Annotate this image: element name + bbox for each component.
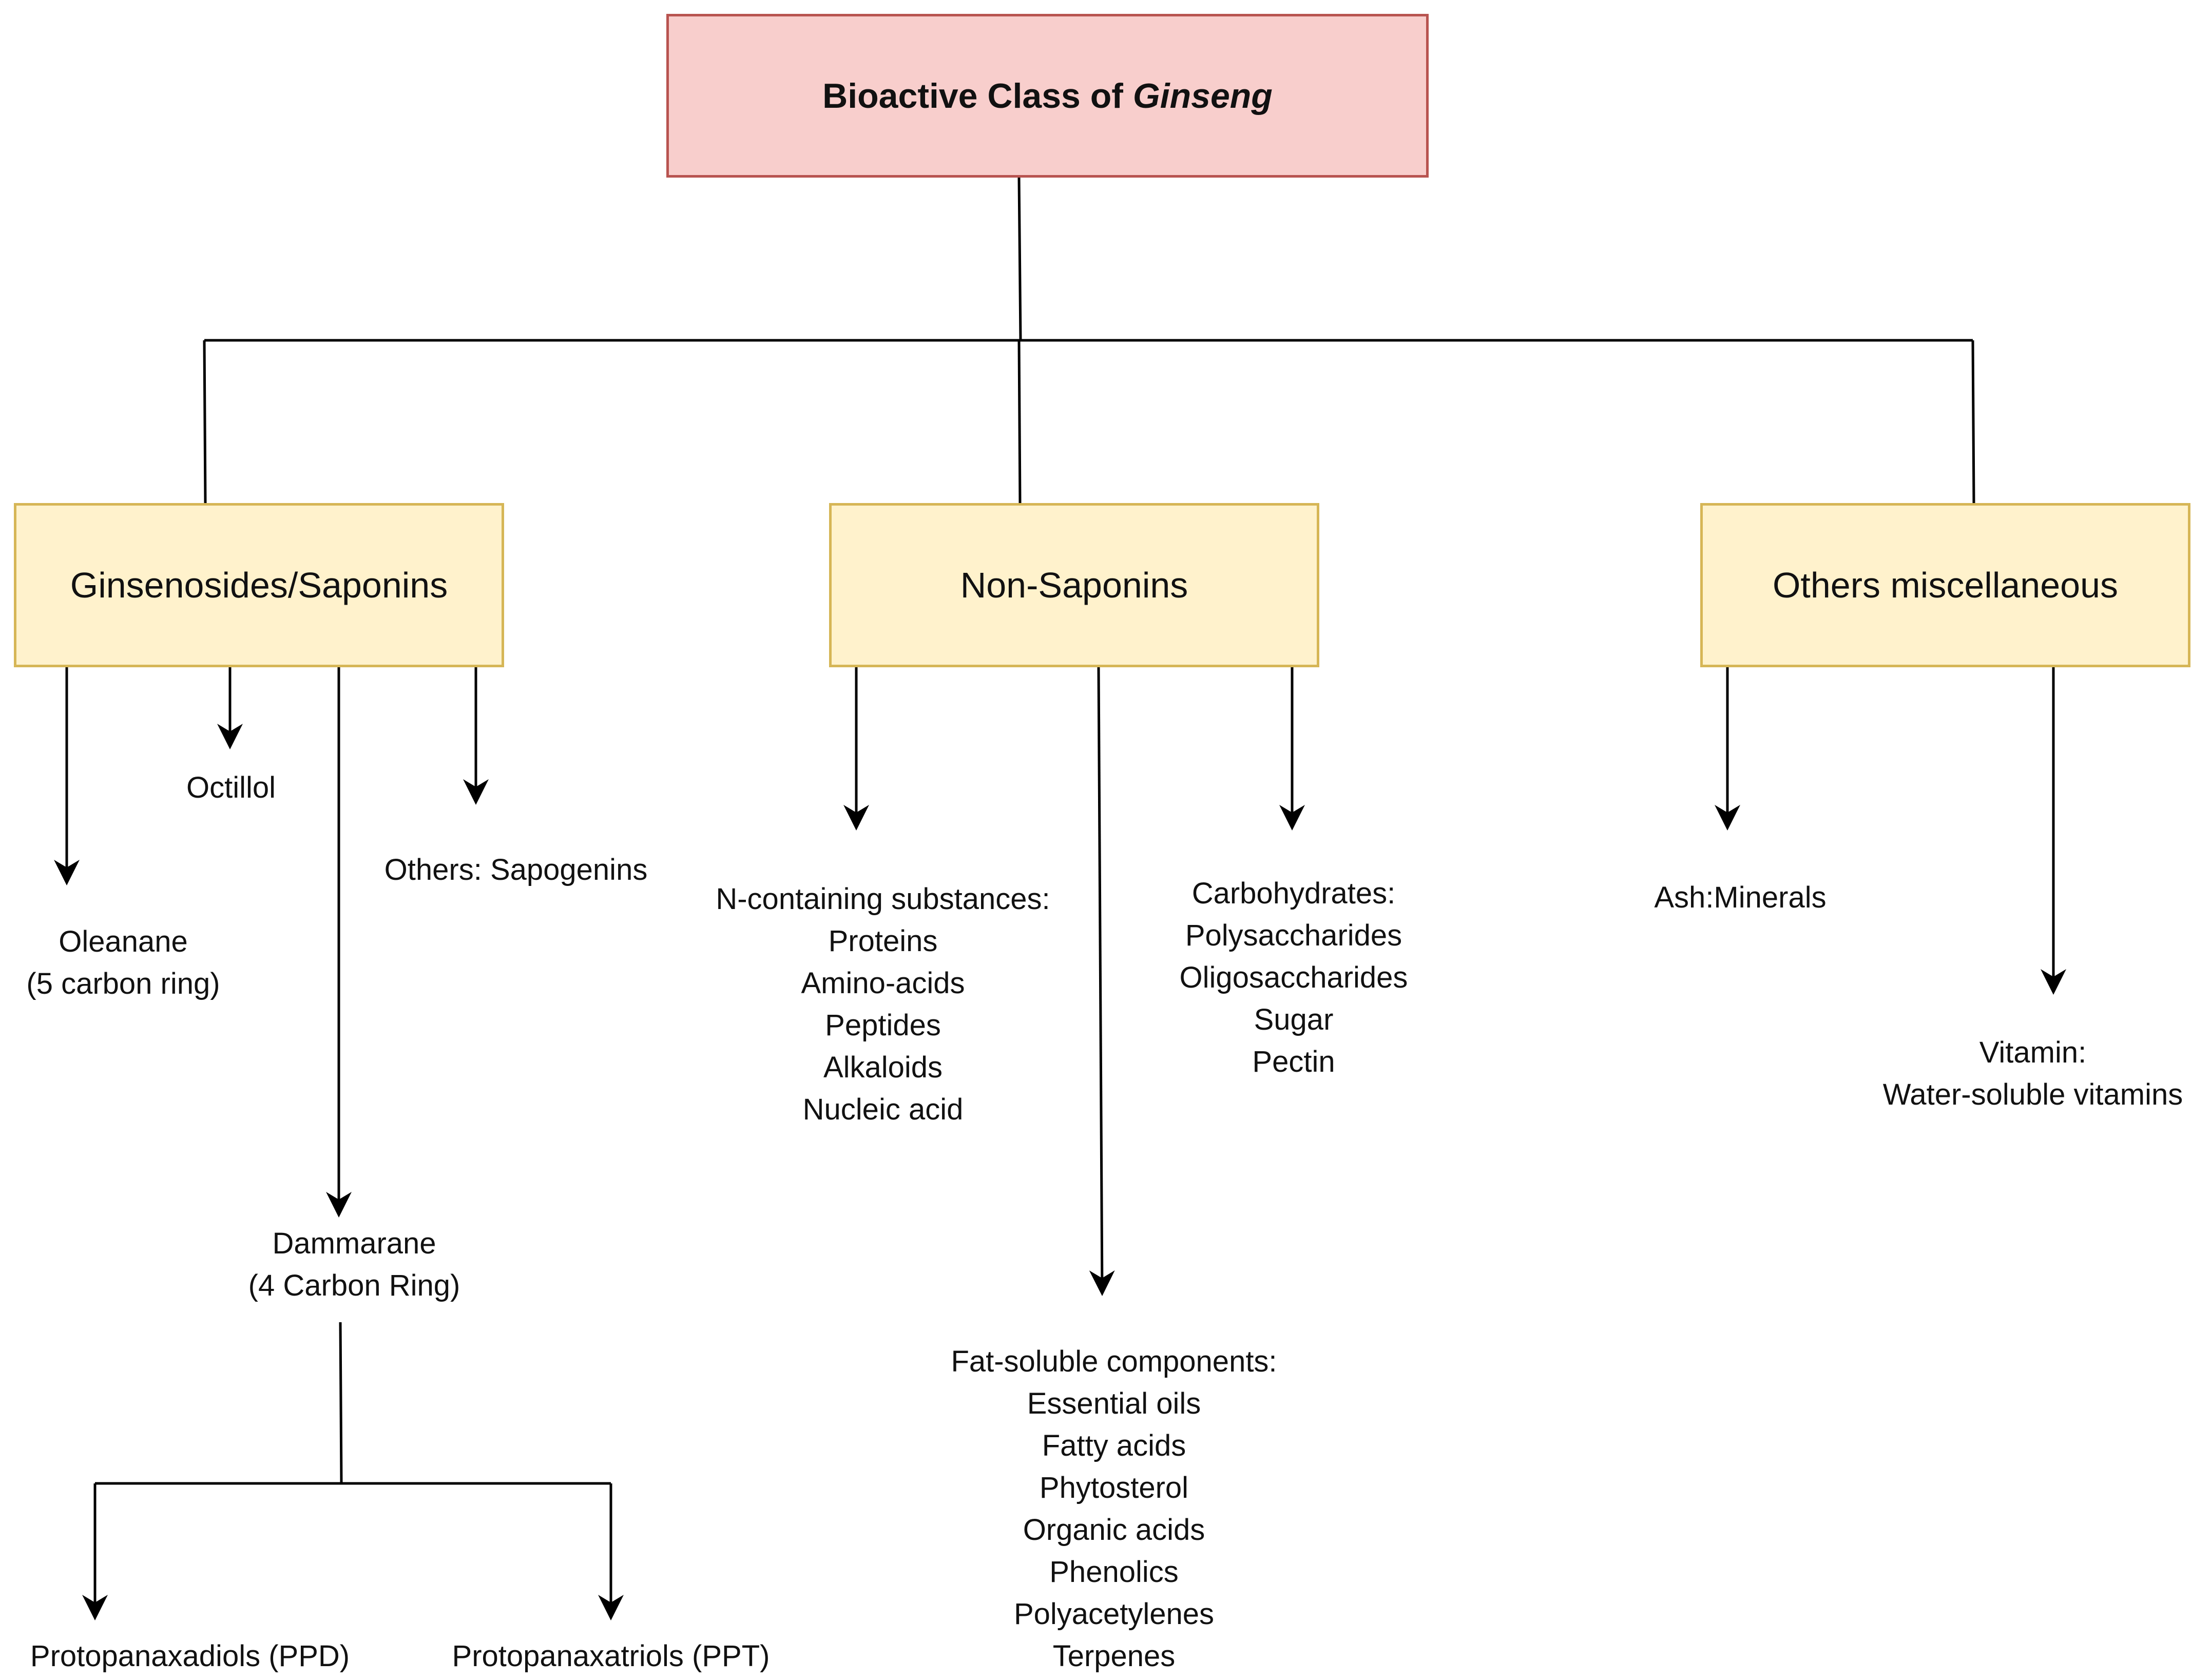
node-vitamin-line: Vitamin:: [1979, 1036, 2087, 1069]
connector-root-trunk: [1017, 177, 1022, 341]
node-fat-soluble: Fat-soluble components: Essential oils F…: [919, 1341, 1309, 1677]
node-carbohydrates-line: Carbohydrates:: [1191, 877, 1396, 910]
node-fat-soluble-line: Fat-soluble components:: [951, 1345, 1277, 1378]
node-oleanane-line: (5 carbon ring): [26, 967, 220, 1000]
arrow-to-fat-soluble: [1089, 667, 1115, 1296]
node-vitamin: Vitamin: Water-soluble vitamins: [1858, 1032, 2207, 1116]
category-others-label: Others miscellaneous: [1772, 565, 2119, 605]
node-sapogenins-line: Others: Sapogenins: [384, 853, 648, 886]
node-n-containing-line: Peptides: [825, 1009, 941, 1042]
node-n-containing-line: Nucleic acid: [802, 1093, 964, 1126]
root-title: Bioactive Class of Ginseng: [822, 76, 1273, 116]
connector-to-others: [1971, 340, 1975, 504]
connector-to-ginsenosides: [203, 340, 207, 504]
node-carbohydrates-line: Pectin: [1252, 1045, 1335, 1078]
root-title-box: Bioactive Class of Ginseng: [666, 14, 1429, 178]
node-carbohydrates-line: Polysaccharides: [1185, 919, 1402, 952]
node-carbohydrates-line: Oligosaccharides: [1179, 961, 1408, 994]
category-others-box: Others miscellaneous: [1700, 503, 2190, 667]
node-fat-soluble-line: Essential oils: [1027, 1387, 1201, 1420]
node-fat-soluble-line: Polyacetylenes: [1013, 1597, 1215, 1631]
category-non-saponins-box: Non-Saponins: [829, 503, 1319, 667]
node-ppt-line: Protopanaxatriols (PPT): [452, 1639, 770, 1673]
node-sapogenins: Others: Sapogenins: [359, 849, 672, 891]
node-ash-minerals: Ash:Minerals: [1612, 877, 1869, 919]
connector-dammarane-trunk: [339, 1322, 343, 1484]
node-fat-soluble-line: Terpenes: [1052, 1639, 1176, 1673]
node-carbohydrates: Carbohydrates: Polysaccharides Oligosacc…: [1145, 873, 1443, 1083]
node-n-containing: N-containing substances: Proteins Amino-…: [688, 878, 1078, 1131]
node-n-containing-line: N-containing substances:: [716, 882, 1050, 916]
connector-to-nonsaponins: [1017, 340, 1022, 504]
category-ginsenosides-label: Ginsenosides/Saponins: [70, 565, 448, 605]
node-dammarane-line: (4 Carbon Ring): [248, 1269, 460, 1302]
node-dammarane: Dammarane (4 Carbon Ring): [216, 1223, 493, 1307]
node-n-containing-line: Amino-acids: [801, 967, 965, 1000]
node-octillol-line: Octillol: [186, 771, 276, 804]
node-octillol: Octillol: [154, 767, 308, 809]
node-fat-soluble-line: Phenolics: [1049, 1555, 1179, 1589]
node-ppt: Protopanaxatriols (PPT): [426, 1635, 796, 1677]
node-oleanane-line: Oleanane: [59, 925, 188, 958]
node-vitamin-line: Water-soluble vitamins: [1882, 1078, 2183, 1111]
root-title-italic: Ginseng: [1132, 76, 1273, 115]
node-n-containing-line: Alkaloids: [823, 1051, 943, 1084]
node-ash-minerals-line: Ash:Minerals: [1654, 881, 1827, 914]
node-fat-soluble-line: Phytosterol: [1039, 1471, 1189, 1504]
node-ppd: Protopanaxadiols (PPD): [0, 1635, 380, 1677]
category-ginsenosides-box: Ginsenosides/Saponins: [14, 503, 504, 667]
node-fat-soluble-line: Fatty acids: [1042, 1429, 1186, 1462]
category-non-saponins-label: Non-Saponins: [960, 565, 1188, 605]
root-title-prefix: Bioactive Class of: [822, 76, 1133, 115]
node-dammarane-line: Dammarane: [272, 1227, 436, 1260]
node-ppd-line: Protopanaxadiols (PPD): [30, 1639, 350, 1673]
node-carbohydrates-line: Sugar: [1254, 1003, 1334, 1036]
node-n-containing-line: Proteins: [828, 924, 938, 958]
node-oleanane: Oleanane (5 carbon ring): [0, 921, 246, 1005]
node-fat-soluble-line: Organic acids: [1023, 1513, 1205, 1547]
